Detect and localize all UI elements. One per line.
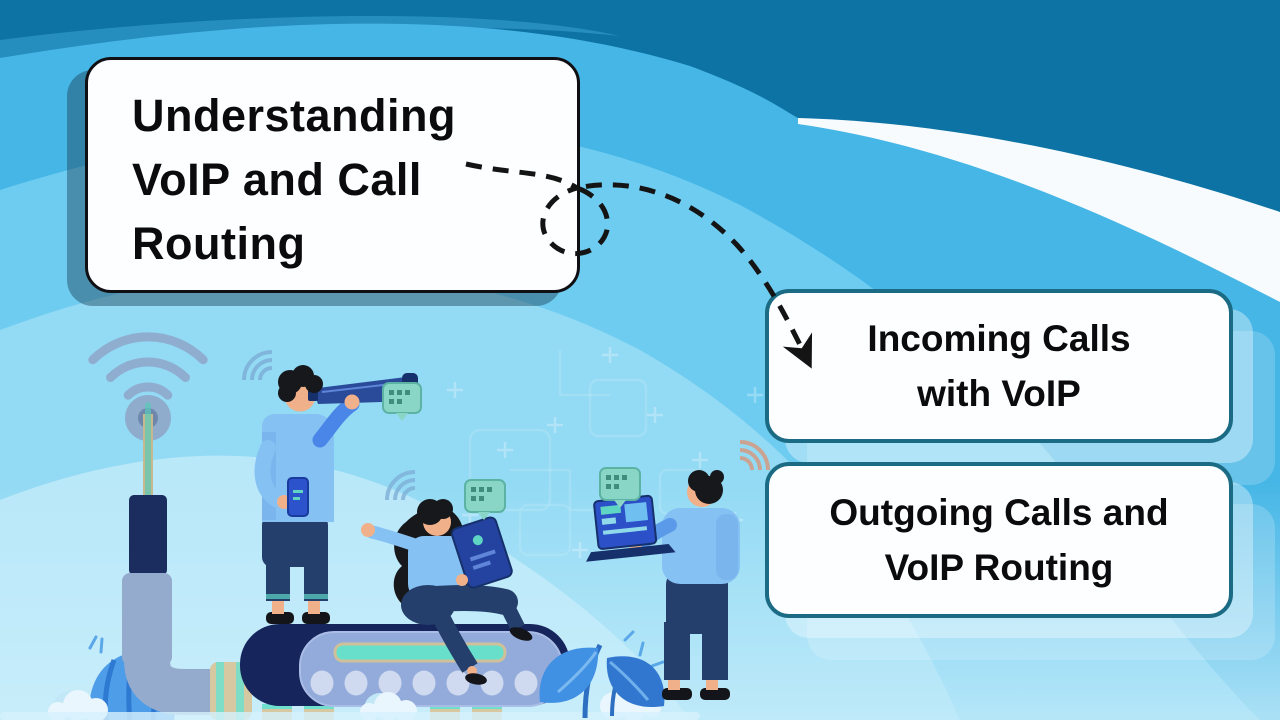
white-swoosh bbox=[798, 118, 1280, 302]
topic-card-label: Outgoing Calls and VoIP Routing bbox=[829, 492, 1169, 588]
tablet-icon bbox=[450, 516, 513, 589]
chat-bubble-icon bbox=[599, 467, 641, 508]
wifi-signal-icon bbox=[88, 332, 208, 400]
band-dark-highlight bbox=[0, 15, 620, 86]
wifi-signal-icon bbox=[739, 440, 770, 471]
chat-bubble-icon bbox=[382, 382, 422, 421]
antenna-icon bbox=[88, 332, 252, 720]
title-card: Understanding VoIP and Call Routing bbox=[85, 57, 580, 293]
wifi-signal-icon bbox=[385, 470, 416, 501]
topic-card-incoming-calls: Incoming Calls with VoIP bbox=[765, 289, 1233, 443]
router-ports bbox=[310, 670, 538, 696]
router-icon bbox=[240, 624, 570, 720]
leaf-plant-icon bbox=[539, 643, 665, 719]
voip-illustration bbox=[0, 332, 770, 720]
page-title: Understanding VoIP and Call Routing bbox=[132, 90, 457, 269]
wifi-signal-icon bbox=[242, 350, 273, 381]
chat-bubble-icon bbox=[464, 479, 506, 520]
person-with-telescope bbox=[242, 350, 418, 624]
person-with-laptop bbox=[586, 440, 770, 700]
laptop-icon bbox=[586, 494, 676, 562]
topic-card-outgoing-calls: Outgoing Calls and VoIP Routing bbox=[765, 462, 1233, 618]
sparkle-decor bbox=[88, 630, 665, 668]
smartphone-icon bbox=[287, 477, 309, 517]
topic-card-label: Incoming Calls with VoIP bbox=[867, 318, 1131, 414]
person-with-tablet bbox=[361, 499, 533, 685]
